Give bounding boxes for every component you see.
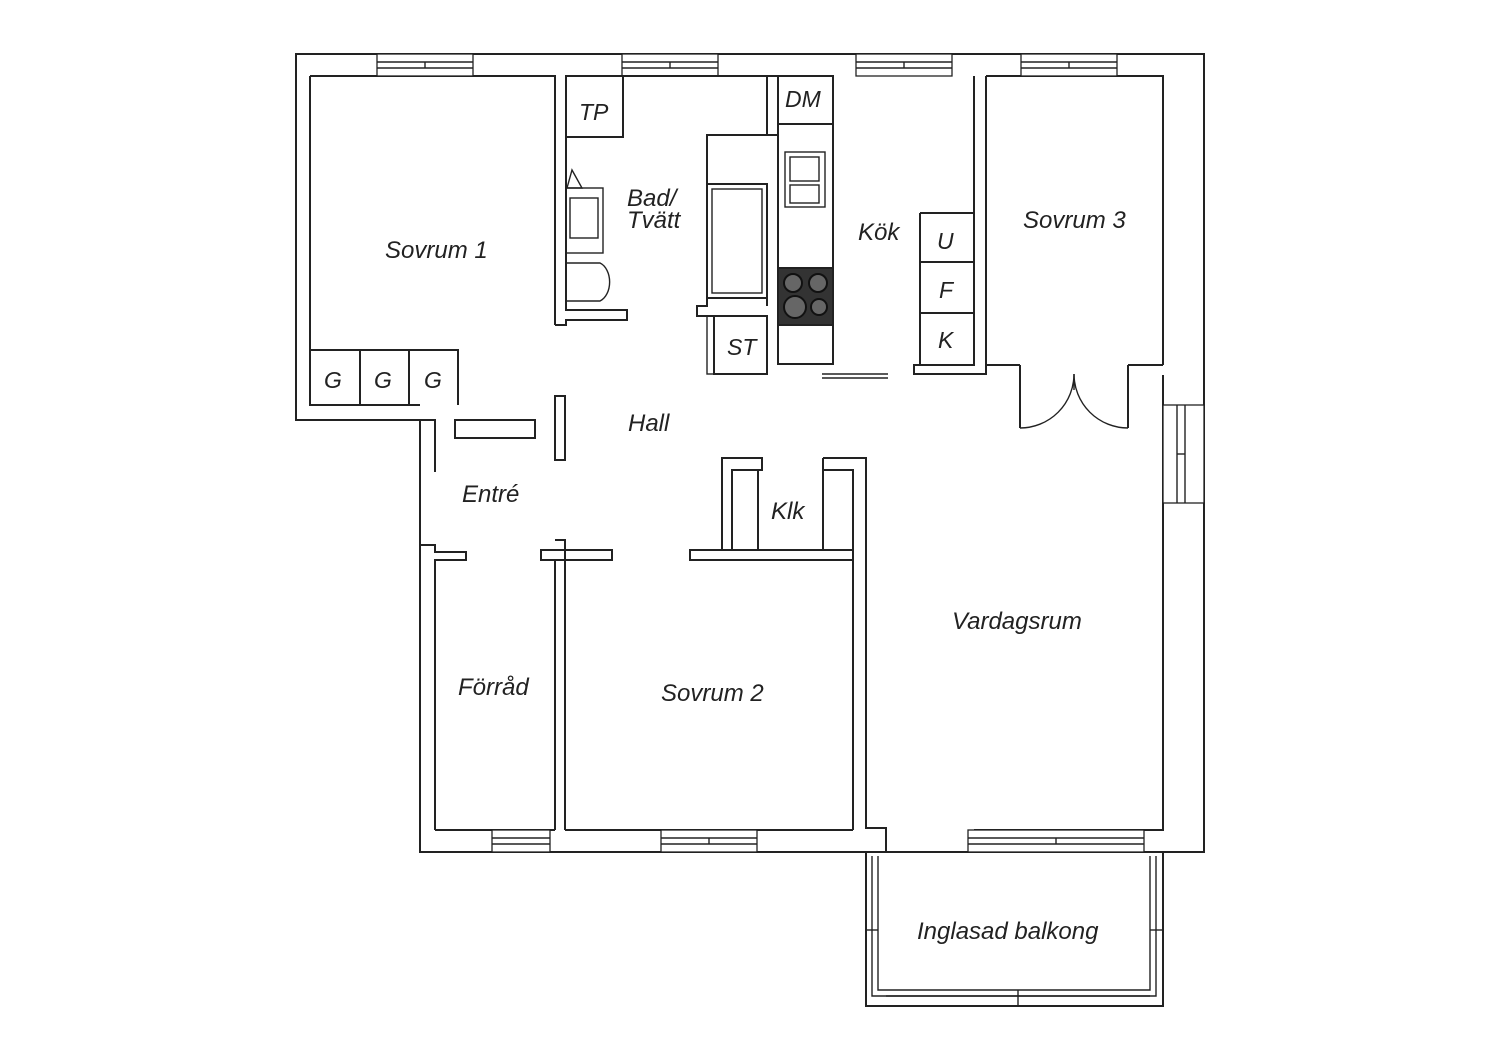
- window-sovrum2: [660, 829, 758, 853]
- fixture-label-g2: G: [374, 367, 392, 393]
- room-label-entre: Entré: [462, 481, 519, 508]
- fixture-label-g3: G: [424, 367, 442, 393]
- fixture-label-u: U: [937, 228, 954, 254]
- kitchen-fixtures: [777, 75, 974, 326]
- balcony: [865, 852, 1164, 1007]
- room-label-kok: Kök: [858, 219, 901, 246]
- room-label-balkong: Inglasad balkong: [917, 918, 1099, 945]
- window-sovrum3: [1020, 53, 1118, 77]
- outer-walls: [295, 53, 1205, 853]
- room-label-tvatt: Tvätt: [627, 207, 682, 234]
- fixture-label-st: ST: [727, 334, 758, 360]
- fixture-label-dm: DM: [785, 86, 822, 112]
- room-label-vardagsrum: Vardagsrum: [952, 608, 1082, 635]
- fixture-label-k: K: [938, 327, 955, 353]
- fixture-label-tp: TP: [579, 99, 609, 125]
- window-bad: [621, 53, 719, 77]
- room-label-forrad: Förråd: [458, 674, 529, 701]
- room-label-hall: Hall: [628, 410, 670, 437]
- doors: [822, 373, 1129, 429]
- window-vardagsrum: [967, 829, 1145, 853]
- bathroom-fixtures: [565, 75, 768, 375]
- bathtub-icon: [706, 183, 768, 299]
- window-kok: [855, 53, 953, 77]
- shower-icon: [566, 168, 584, 189]
- window-forrad: [491, 829, 551, 853]
- room-label-sovrum2: Sovrum 2: [661, 680, 764, 707]
- room-label-bad: Bad/: [627, 185, 679, 212]
- inner-walls: [310, 75, 1163, 852]
- fixture-label-f: F: [939, 277, 955, 303]
- room-label-sovrum1: Sovrum 1: [385, 237, 488, 264]
- fixture-label-g1: G: [324, 367, 342, 393]
- room-label-klk: Klk: [771, 498, 806, 525]
- windows: [376, 53, 1205, 853]
- window-sovrum1: [376, 53, 474, 77]
- toilet-icon: [565, 262, 611, 302]
- window-vardagsrum-side: [1162, 404, 1205, 504]
- room-label-sovrum3: Sovrum 3: [1023, 207, 1126, 234]
- sink-icon: [565, 187, 604, 254]
